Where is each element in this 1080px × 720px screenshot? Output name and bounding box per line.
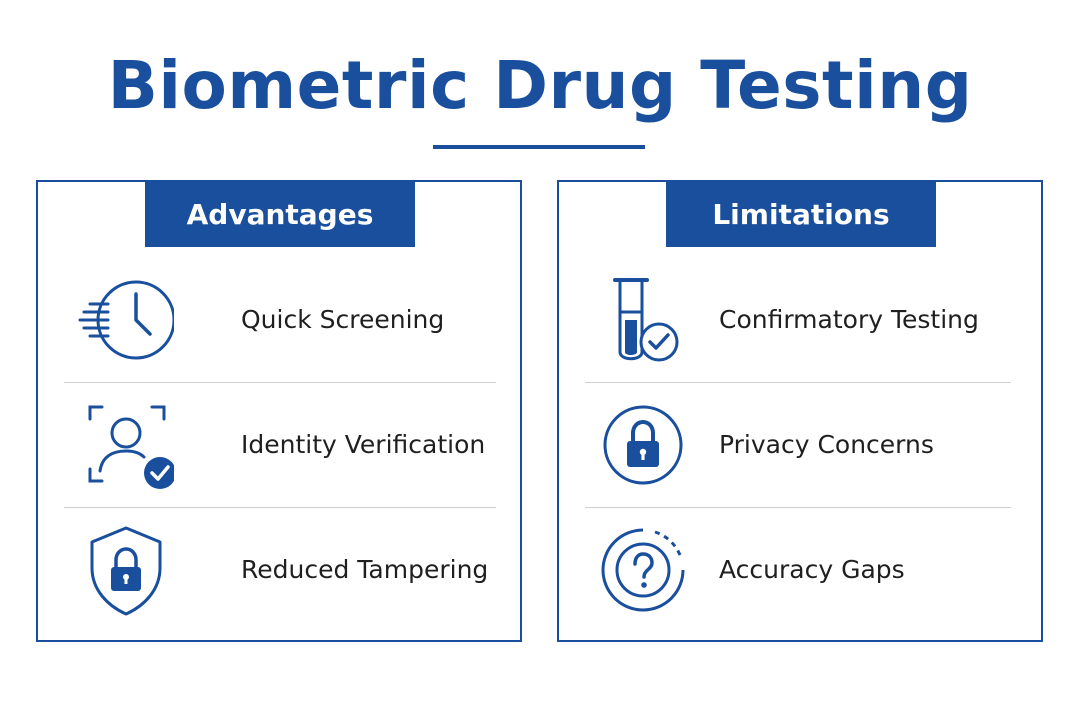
question-circle-icon (601, 528, 685, 612)
face-scan-check-icon (88, 405, 174, 489)
page-title: Biometric Drug Testing (107, 47, 973, 124)
fast-clock-icon (78, 280, 174, 360)
row-label: Confirmatory Testing (719, 305, 979, 334)
shield-lock-icon (90, 526, 162, 616)
row-label: Quick Screening (241, 305, 445, 334)
test-tube-check-icon (613, 278, 679, 362)
row-label: Reduced Tampering (241, 555, 489, 584)
list-item-quick-screening: Quick Screening (38, 258, 520, 382)
row-divider (64, 507, 496, 508)
row-label: Privacy Concerns (719, 430, 934, 459)
limitations-header: Limitations (666, 182, 936, 247)
row-divider (64, 382, 496, 383)
list-item-reduced-tampering: Reduced Tampering (38, 508, 520, 632)
advantages-header: Advantages (145, 182, 415, 247)
list-item-identity-verification: Identity Verification (38, 383, 520, 507)
list-item-accuracy-gaps: Accuracy Gaps (559, 508, 1041, 632)
circle-lock-icon (603, 405, 683, 485)
row-label: Identity Verification (241, 430, 486, 459)
list-item-privacy-concerns: Privacy Concerns (559, 383, 1041, 507)
list-item-confirmatory-testing: Confirmatory Testing (559, 258, 1041, 382)
row-label: Accuracy Gaps (719, 555, 905, 584)
advantages-panel: Advantages Quick Screening (36, 180, 522, 642)
limitations-panel: Limitations Confirmatory Testing Privacy… (557, 180, 1043, 642)
title-underline (433, 145, 645, 149)
row-divider (585, 507, 1011, 508)
row-divider (585, 382, 1011, 383)
